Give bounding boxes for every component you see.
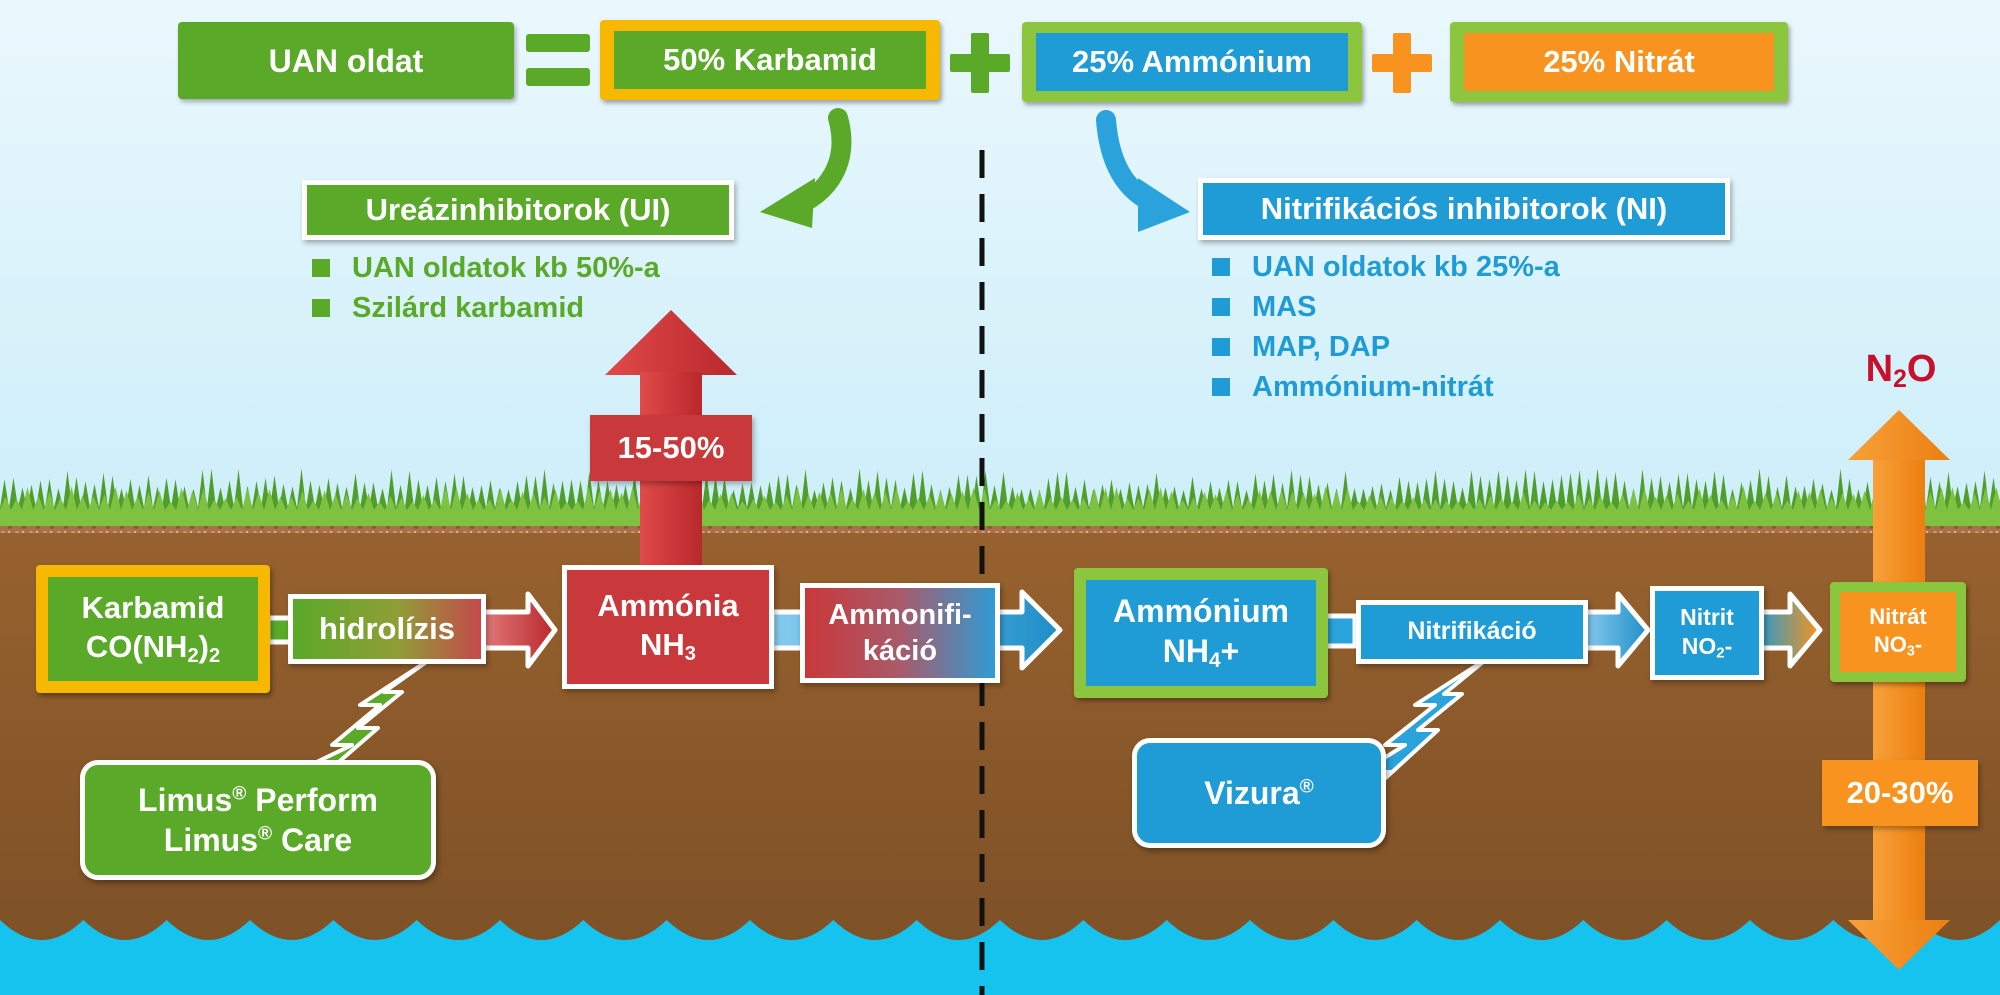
ammonium-name: Ammónium <box>1113 593 1289 630</box>
plus-green-icon <box>950 33 1010 93</box>
n2o-label: N2O <box>1865 348 1937 394</box>
nitrat-node-inner: Nitrát NO3- <box>1840 592 1956 672</box>
karbamid-pct-label: 50% Karbamid <box>663 41 877 77</box>
karbamid-name: Karbamid <box>81 590 225 626</box>
nitrit-name: Nitrit <box>1680 603 1734 630</box>
square-bullet-icon <box>1212 338 1230 356</box>
square-bullet-icon <box>1212 258 1230 276</box>
ni-title: Nitrifikációs inhibitorok (NI) <box>1260 190 1668 226</box>
karbamid-node-inner: Karbamid CO(NH2)2 <box>48 577 258 681</box>
limus-care-label: Limus® Care <box>163 822 353 858</box>
nitrit-formula: NO2- <box>1681 632 1733 662</box>
limus-product-box: Limus® Perform Limus® Care <box>80 760 436 880</box>
nitrit-node: Nitrit NO2- <box>1650 586 1764 680</box>
ammonia-node: Ammónia NH3 <box>562 565 774 689</box>
nitrat-frame: 25% Nitrát <box>1450 22 1788 102</box>
square-bullet-icon <box>1212 298 1230 316</box>
limus-perform-label: Limus® Perform <box>138 782 378 818</box>
ui-list: UAN oldatok kb 50%-a Szilárd karbamid <box>312 248 660 328</box>
square-bullet-icon <box>312 299 330 317</box>
ni-list: UAN oldatok kb 25%-a MAS MAP, DAP Ammóni… <box>1212 247 1560 407</box>
karbamid-formula: CO(NH2)2 <box>85 628 221 667</box>
nitrat-node: Nitrát NO3- <box>1830 582 1966 682</box>
nitrifikacio-node: Nitrifikáció <box>1356 600 1588 664</box>
nitrat-pct-label: 25% Nitrát <box>1543 43 1695 79</box>
ammonifikacio-node: Ammonifi- káció <box>800 583 1000 683</box>
karbamid-frame: 50% Karbamid <box>600 20 940 100</box>
ammonia-formula: NH3 <box>640 626 696 665</box>
uan-oldat-label: UAN oldat <box>268 42 424 79</box>
nitrat-name: Nitrát <box>1869 604 1927 630</box>
square-bullet-icon <box>1212 378 1230 396</box>
karbamid-pct-box: 50% Karbamid <box>614 31 926 89</box>
ni-list-item: UAN oldatok kb 25%-a <box>1212 247 1560 287</box>
ni-title-box: Nitrifikációs inhibitorok (NI) <box>1198 178 1730 240</box>
hidrolizis-node: hidrolízis <box>288 594 486 664</box>
ammonium-pct-box: 25% Ammónium <box>1036 33 1348 91</box>
vizura-product-box: Vizura® <box>1132 738 1386 848</box>
ammonium-node-inner: Ammónium NH4+ <box>1086 580 1316 686</box>
karbamid-node: Karbamid CO(NH2)2 <box>36 565 270 693</box>
ui-title-box: Ureázinhibitorok (UI) <box>302 180 734 240</box>
ammonium-formula: NH4+ <box>1162 633 1240 673</box>
equals-sign-icon <box>526 34 590 88</box>
ni-list-item: MAP, DAP <box>1212 327 1560 367</box>
ni-list-item: MAS <box>1212 287 1560 327</box>
nitrat-formula: NO3- <box>1873 631 1923 660</box>
ammonium-pct-label: 25% Ammónium <box>1071 43 1312 79</box>
plus-orange-icon <box>1372 33 1432 93</box>
ammonia-loss-label: 15-50% <box>590 415 752 481</box>
ammonium-node: Ammónium NH4+ <box>1074 568 1328 698</box>
uan-oldat-box: UAN oldat <box>178 22 514 99</box>
vizura-label: Vizura® <box>1204 775 1314 811</box>
ui-list-item: Szilárd karbamid <box>312 288 660 328</box>
ammonium-frame: 25% Ammónium <box>1022 22 1362 102</box>
ni-list-item: Ammónium-nitrát <box>1212 367 1560 407</box>
nitrate-loss-label: 20-30% <box>1822 760 1978 826</box>
ammonia-name: Ammónia <box>597 588 739 624</box>
square-bullet-icon <box>312 259 330 277</box>
ui-title: Ureázinhibitorok (UI) <box>365 191 671 227</box>
ui-list-item: UAN oldatok kb 50%-a <box>312 248 660 288</box>
nitrat-pct-box: 25% Nitrát <box>1464 33 1774 91</box>
